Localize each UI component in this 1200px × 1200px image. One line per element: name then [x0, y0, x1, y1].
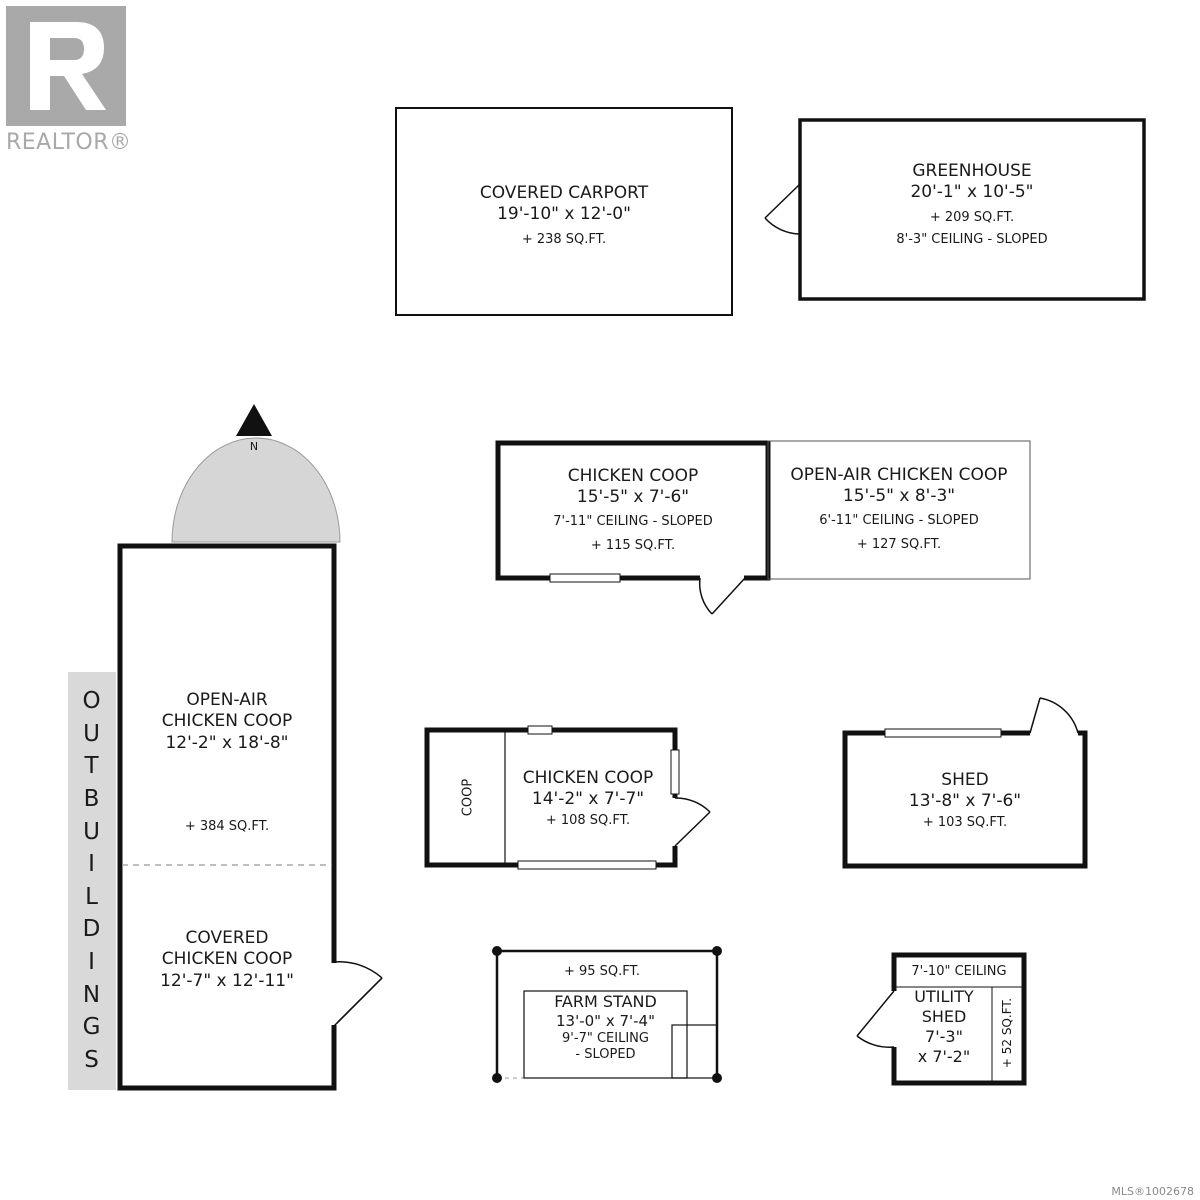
banner-letter: L	[85, 883, 99, 910]
covered-dims: 12'-7" x 12'-11"	[160, 970, 294, 991]
openair2-dims: 12'-2" x 18'-8"	[165, 732, 289, 753]
banner-letter: I	[88, 949, 96, 975]
banner-letter: N	[82, 981, 102, 1008]
openair2-name-line1: OPEN-AIR	[186, 690, 268, 710]
carport-outline	[395, 107, 733, 316]
farmstand-post	[492, 946, 502, 956]
coop2-window-right	[670, 749, 680, 795]
compass-north-label: N	[249, 440, 259, 453]
banner-letter: T	[84, 753, 100, 780]
outbuildings-banner: O U T B U I L D I N G S	[68, 672, 116, 1090]
realtor-wordmark: REALTOR®	[6, 130, 132, 155]
covered-name-line1: COVERED	[185, 928, 269, 948]
coop1-door	[698, 577, 746, 615]
tall-coop-door-gap	[331, 963, 337, 1025]
banner-letter: U	[83, 720, 101, 747]
shed-window	[884, 728, 1002, 738]
farmstand-dims: 13'-0" x 7'-4"	[555, 1012, 655, 1030]
utility-door-gap	[889, 991, 899, 1047]
shed-dims: 13'-8" x 7'-6"	[908, 791, 1022, 812]
greenhouse-dims: 20'-1" x 10'-5"	[910, 182, 1034, 203]
openair1-area: + 127 SQ.FT.	[856, 536, 942, 552]
coop2-dims: 14'-2" x 7'-7"	[531, 789, 645, 810]
coop1-dims: 15'-5" x 7'-6"	[576, 487, 690, 508]
banner-letter: O	[82, 688, 102, 714]
farmstand-label: FARM STAND 13'-0" x 7'-4" 9'-7" CEILING …	[524, 992, 687, 1063]
shed-label: SHED 13'-8" x 7'-6" + 103 SQ.FT.	[845, 770, 1085, 831]
coop1-window	[549, 573, 621, 583]
coop2-door	[674, 797, 711, 847]
greenhouse-door	[764, 183, 801, 235]
coop2-label: CHICKEN COOP 14'-2" x 7'-7" + 108 SQ.FT.	[505, 768, 671, 829]
greenhouse-label: GREENHOUSE 20'-1" x 10'-5" + 209 SQ.FT. …	[800, 161, 1144, 248]
utility-area: + 52 SQ.FT.	[1000, 997, 1014, 1069]
realtor-logo: REALTOR®	[6, 6, 132, 162]
farmstand-post	[712, 1073, 722, 1083]
utility-dims-line1: 7'-3"	[925, 1027, 963, 1046]
utility-label: UTILITY SHED 7'-3" x 7'-2"	[896, 987, 992, 1067]
shed-door-gap	[1030, 729, 1078, 737]
greenhouse-area: + 209 SQ.FT.	[929, 209, 1015, 225]
carport-name: COVERED CARPORT	[479, 183, 649, 203]
coop2-window-top	[527, 725, 553, 735]
banner-letter: I	[88, 851, 96, 878]
tall-coop-door	[333, 961, 383, 1027]
openair1-outline	[767, 440, 1031, 580]
openair1-dims: 15'-5" x 8'-3"	[842, 486, 956, 507]
greenhouse-ceiling: 8'-3" CEILING - SLOPED	[896, 231, 1048, 247]
farmstand-name: FARM STAND	[554, 992, 657, 1011]
realtor-r-icon	[6, 6, 126, 126]
compass-north-arrow	[236, 404, 272, 436]
compass-dome	[171, 437, 341, 543]
utility-name-line2: SHED	[921, 1007, 967, 1026]
utility-door	[856, 990, 895, 1048]
coop2-window-bottom	[517, 860, 657, 870]
mls-number: MLS®1002678	[1111, 1185, 1194, 1198]
coop2-sub-label: COOP	[460, 778, 476, 817]
utility-dims-line2: x 7'-2"	[917, 1047, 971, 1066]
carport-area: + 238 SQ.FT.	[521, 231, 607, 247]
farmstand-post	[712, 946, 722, 956]
banner-letter: G	[82, 1014, 102, 1041]
openair2-area: + 384 SQ.FT.	[184, 819, 270, 834]
coop1-area: + 115 SQ.FT.	[590, 537, 676, 553]
covered-label: COVERED CHICKEN COOP 12'-7" x 12'-11"	[120, 928, 334, 992]
banner-letter: U	[83, 818, 101, 845]
shed-area: + 103 SQ.FT.	[922, 814, 1008, 830]
utility-name-line1: UTILITY	[914, 987, 974, 1006]
shed-door	[1029, 697, 1079, 734]
farmstand-post	[492, 1073, 502, 1083]
farmstand-counter	[671, 1024, 718, 1079]
carport-dims: 19'-10" x 12'-0"	[497, 204, 631, 225]
greenhouse-name: GREENHOUSE	[912, 161, 1032, 181]
farmstand-area: + 95 SQ.FT.	[563, 964, 641, 979]
banner-letter: S	[84, 1046, 100, 1073]
openair1-label: OPEN-AIR CHICKEN COOP 15'-5" x 8'-3" 6'-…	[768, 465, 1030, 553]
farmstand-inner	[523, 990, 688, 1079]
greenhouse-outline	[798, 118, 1146, 301]
banner-letter: B	[83, 785, 101, 812]
farmstand-ceiling-line2: - SLOPED	[575, 1047, 636, 1062]
farmstand-ceiling-line1: 9'-7" CEILING	[562, 1030, 649, 1046]
openair1-name: OPEN-AIR CHICKEN COOP	[790, 465, 1008, 485]
covered-name-line2: CHICKEN COOP	[161, 949, 293, 970]
coop2-area: + 108 SQ.FT.	[545, 812, 631, 828]
openair2-name-line2: CHICKEN COOP	[161, 711, 293, 732]
coop1-ceiling: 7'-11" CEILING - SLOPED	[553, 513, 713, 529]
banner-letter: D	[82, 916, 102, 943]
utility-ceiling: 7'-10" CEILING	[911, 964, 1007, 979]
tall-coop-outline	[117, 543, 337, 1091]
coop2-door-gap	[670, 798, 680, 846]
coop2-name: CHICKEN COOP	[522, 768, 654, 788]
coop1-label: CHICKEN COOP 15'-5" x 7'-6" 7'-11" CEILI…	[498, 466, 768, 554]
shed-name: SHED	[941, 770, 989, 790]
coop1-name: CHICKEN COOP	[567, 466, 699, 486]
coop1-door-gap	[700, 574, 744, 582]
carport-label: COVERED CARPORT 19'-10" x 12'-0" + 238 S…	[396, 183, 732, 248]
openair2-label: OPEN-AIR CHICKEN COOP 12'-2" x 18'-8"	[120, 690, 334, 754]
openair1-ceiling: 6'-11" CEILING - SLOPED	[819, 512, 979, 528]
